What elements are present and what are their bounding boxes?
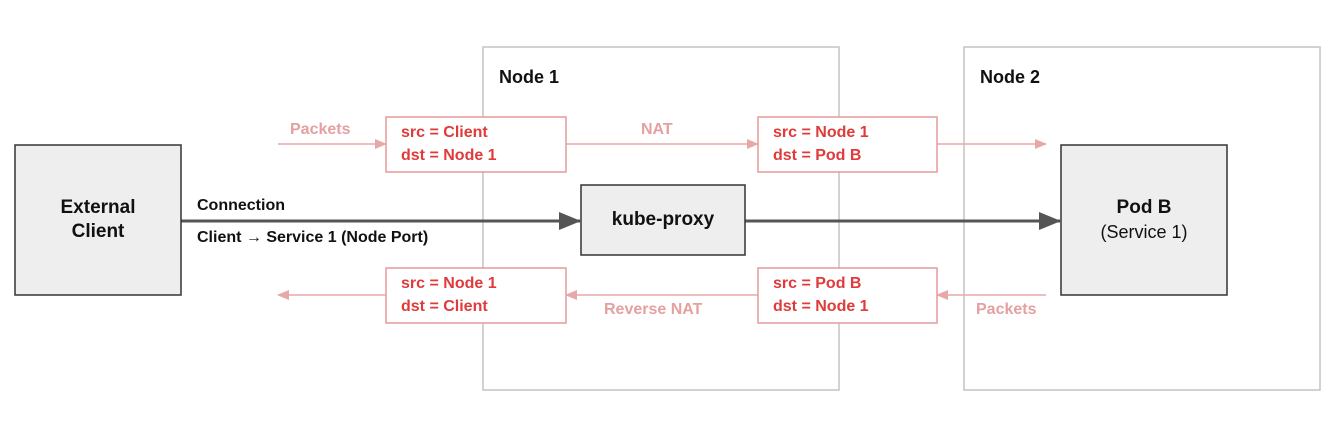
packet-forward-after-nat-text: src = Node 1 dst = Pod B — [773, 121, 869, 167]
packets-return-label: Packets — [976, 301, 1037, 318]
nat-label: NAT — [641, 121, 673, 138]
packet-forward-before-nat-text: src = Client dst = Node 1 — [401, 121, 497, 167]
external-client-line1: External — [60, 197, 136, 218]
packet-box-forward-after-nat — [757, 116, 938, 173]
packet-src: src = Client — [401, 124, 488, 141]
external-client-line2: Client — [71, 221, 125, 242]
kube-proxy-label: kube-proxy — [611, 209, 715, 230]
packet-src: src = Node 1 — [773, 124, 869, 141]
packet-return-before-reverse-nat-text: src = Pod B dst = Node 1 — [773, 272, 869, 318]
packet-box-return-before-reverse-nat — [757, 267, 938, 324]
kube-proxy-box — [580, 184, 746, 256]
node-1-container — [482, 46, 840, 391]
connection-label: Connection — [197, 197, 285, 214]
packet-box-return-after-reverse-nat — [385, 267, 567, 324]
node-2-container — [963, 46, 1321, 391]
packet-dst: dst = Pod B — [773, 147, 862, 164]
packet-dst: dst = Node 1 — [401, 147, 497, 164]
node-2-title: Node 2 — [980, 67, 1041, 87]
packets-in-label: Packets — [290, 121, 351, 138]
reverse-nat-label: Reverse NAT — [604, 301, 703, 318]
packet-src: src = Node 1 — [401, 275, 497, 292]
packet-src: src = Pod B — [773, 275, 862, 292]
pod-b-subtitle: (Service 1) — [1100, 222, 1188, 242]
external-client-label: External Client — [15, 196, 181, 244]
pod-b-box — [1060, 144, 1228, 296]
external-client-box — [14, 144, 182, 296]
connection-detail: Client → Service 1 (Node Port) — [197, 229, 429, 246]
packet-dst: dst = Node 1 — [773, 298, 869, 315]
packet-return-after-reverse-nat-text: src = Node 1 dst = Client — [401, 272, 497, 318]
pod-b-label: Pod B (Service 1) — [1061, 196, 1227, 244]
pod-b-title: Pod B — [1116, 197, 1172, 218]
node-1-title: Node 1 — [499, 67, 560, 87]
packet-dst: dst = Client — [401, 298, 488, 315]
packet-box-forward-before-nat — [385, 116, 567, 173]
